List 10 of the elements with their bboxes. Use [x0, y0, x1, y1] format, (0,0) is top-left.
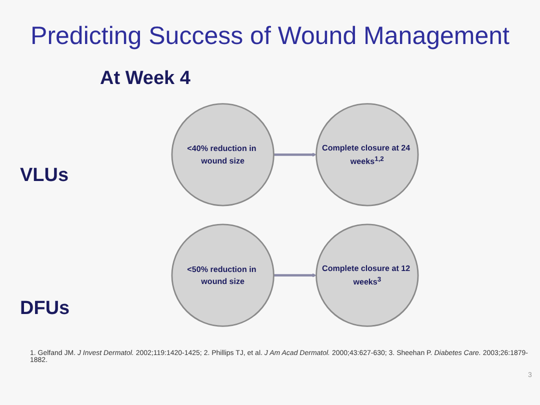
arrow — [274, 273, 316, 278]
node-circle: <50% reduction in wound size — [171, 224, 274, 327]
node-circle: Complete closure at 12 weeks$^{3}$ — [316, 224, 419, 327]
row-label: DFUs — [20, 298, 70, 320]
arrow — [274, 152, 316, 157]
column-heading: At Week 4 — [100, 68, 190, 90]
slide-title: Predicting Success of Wound Management — [30, 22, 510, 51]
node-circle: Complete closure at 24 weeks$^{1,2}$ — [316, 103, 419, 206]
node-circle: <40% reduction in wound size — [171, 103, 274, 206]
row-label: VLUs — [20, 165, 69, 187]
